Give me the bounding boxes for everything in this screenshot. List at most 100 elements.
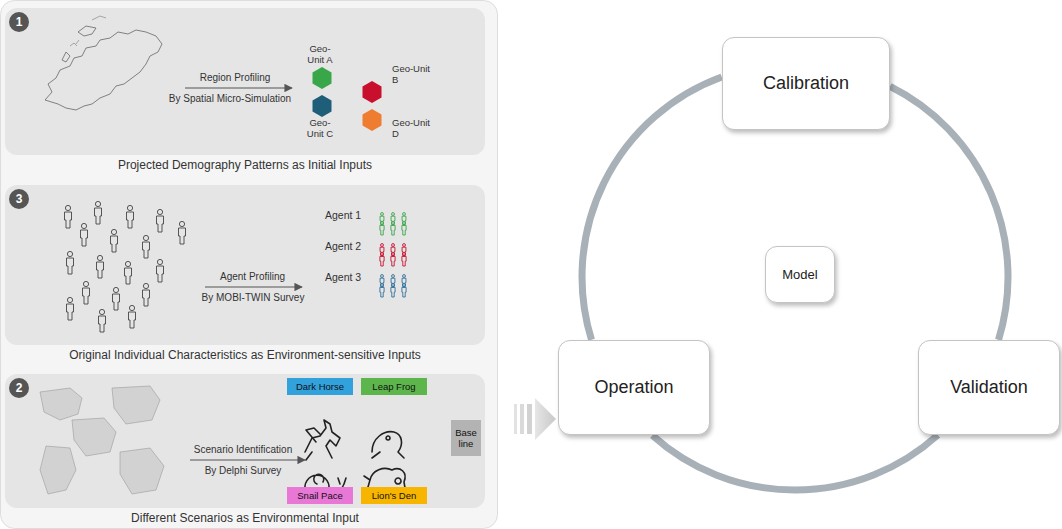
annotation-label: Agent Profiling: [200, 271, 305, 283]
scenario-name: Leap Frog: [372, 381, 415, 392]
panel-caption: Original Individual Characteristics as E…: [5, 348, 485, 362]
annotation-label: Geo-Unit B: [392, 64, 430, 86]
person-icon: [97, 255, 104, 278]
scenario-name: Base line: [451, 427, 481, 449]
person-icon: [380, 283, 384, 297]
annotation-label: By Delphi Survey: [178, 465, 308, 477]
person-icon: [391, 283, 395, 297]
cycle-box: Validation: [918, 340, 1060, 435]
panel-ground: [5, 185, 485, 345]
person-icon: [391, 275, 395, 287]
callout-number: 3: [16, 192, 23, 206]
person-icon: [157, 259, 164, 282]
person-icon: [111, 229, 118, 252]
scenario-tag: Leap Frog: [361, 378, 427, 395]
scenario-name: Lion's Den: [372, 490, 417, 501]
scenario-name: Snail Pace: [297, 490, 342, 501]
hexagon: [363, 81, 382, 103]
person-icon: [81, 223, 88, 246]
person-icon: [391, 213, 395, 225]
person-icon: [179, 221, 186, 244]
person-icon: [127, 205, 134, 228]
box-label: Model: [782, 267, 817, 282]
hexagon: [313, 95, 332, 117]
scenario-animals: [300, 420, 406, 494]
person-icon: [67, 251, 74, 274]
cycle-box: Calibration: [722, 37, 890, 130]
cycle-box: Model: [765, 246, 835, 303]
person-icon: [391, 221, 395, 235]
panel-ground: [5, 8, 485, 155]
map-detail: [70, 16, 106, 46]
hexagon: [363, 109, 382, 131]
regional-maps: [40, 386, 164, 494]
flow-arrow: [205, 286, 302, 287]
person-icon: [380, 252, 384, 266]
person-icon: [402, 283, 406, 297]
person-icon: [143, 235, 150, 258]
input-panel: Original Individual Characteristics as E…: [5, 185, 485, 345]
annotation-label: Agent 2: [325, 240, 373, 252]
person-icon: [402, 252, 406, 266]
step-number-badge: 3: [9, 189, 29, 209]
input-panel: Different Scenarios as Environmental Inp…: [5, 374, 485, 508]
person-icon: [143, 283, 150, 306]
cycle-arc: [890, 86, 1008, 340]
box-label: Calibration: [763, 73, 849, 94]
person-icon: [95, 201, 102, 224]
flow-arrow: [190, 459, 305, 460]
person-icon: [380, 221, 384, 235]
cycle-box: Operation: [558, 340, 710, 435]
input-arrow: [514, 398, 556, 440]
agent-icons: [380, 213, 406, 297]
frog-icon: [372, 432, 404, 458]
annotation-label: By Spatial Micro-Simulation: [160, 93, 300, 105]
person-icon: [391, 252, 395, 266]
annotation-label: Agent 3: [325, 271, 373, 283]
input-panel: [1, 1, 498, 529]
person-icon: [391, 244, 395, 256]
cycle-arc: [582, 77, 722, 340]
person-icon: [83, 281, 90, 304]
callout-number: 2: [16, 381, 23, 395]
person-icon: [380, 275, 384, 287]
annotation-label: Region Profiling: [175, 72, 295, 84]
scenario-tag: Dark Horse: [287, 378, 353, 395]
person-icon: [125, 261, 132, 284]
annotation-label: Geo-Unit C: [302, 118, 338, 140]
annotation-label: Agent 1: [325, 209, 373, 221]
annotation-label: Geo-Unit A: [302, 44, 338, 66]
annotation-label: Geo-Unit D: [392, 118, 430, 140]
step-number-badge: 2: [9, 378, 29, 398]
panel-caption: Projected Demography Patterns as Initial…: [5, 158, 485, 172]
hexagon: [313, 67, 332, 89]
cycle-arc: [652, 435, 937, 490]
crowd-icons: [65, 201, 186, 332]
pegasus-icon: [305, 420, 340, 460]
person-icon: [402, 221, 406, 235]
box-label: Validation: [950, 377, 1028, 398]
person-icon: [380, 213, 384, 225]
europe-map: [45, 26, 162, 110]
person-icon: [67, 297, 74, 320]
scenario-tag: Base line: [451, 420, 481, 456]
person-icon: [402, 213, 406, 225]
person-icon: [402, 275, 406, 287]
step-number-badge: 1: [9, 12, 29, 32]
panel-caption: Different Scenarios as Environmental Inp…: [5, 511, 485, 525]
person-icon: [129, 305, 136, 328]
callout-number: 1: [16, 15, 23, 29]
person-icon: [157, 209, 164, 232]
person-icon: [113, 287, 120, 310]
scenario-name: Dark Horse: [296, 381, 344, 392]
annotation-label: By MOBI-TWIN Survey: [188, 292, 318, 304]
scenario-tag: Snail Pace: [287, 487, 353, 504]
person-icon: [99, 309, 106, 332]
panel-ground: [5, 374, 485, 508]
person-icon: [65, 205, 72, 228]
scenario-tag: Lion's Den: [361, 487, 427, 504]
flow-arrow: [185, 87, 292, 88]
annotation-label: Scenario Identification: [178, 444, 308, 456]
